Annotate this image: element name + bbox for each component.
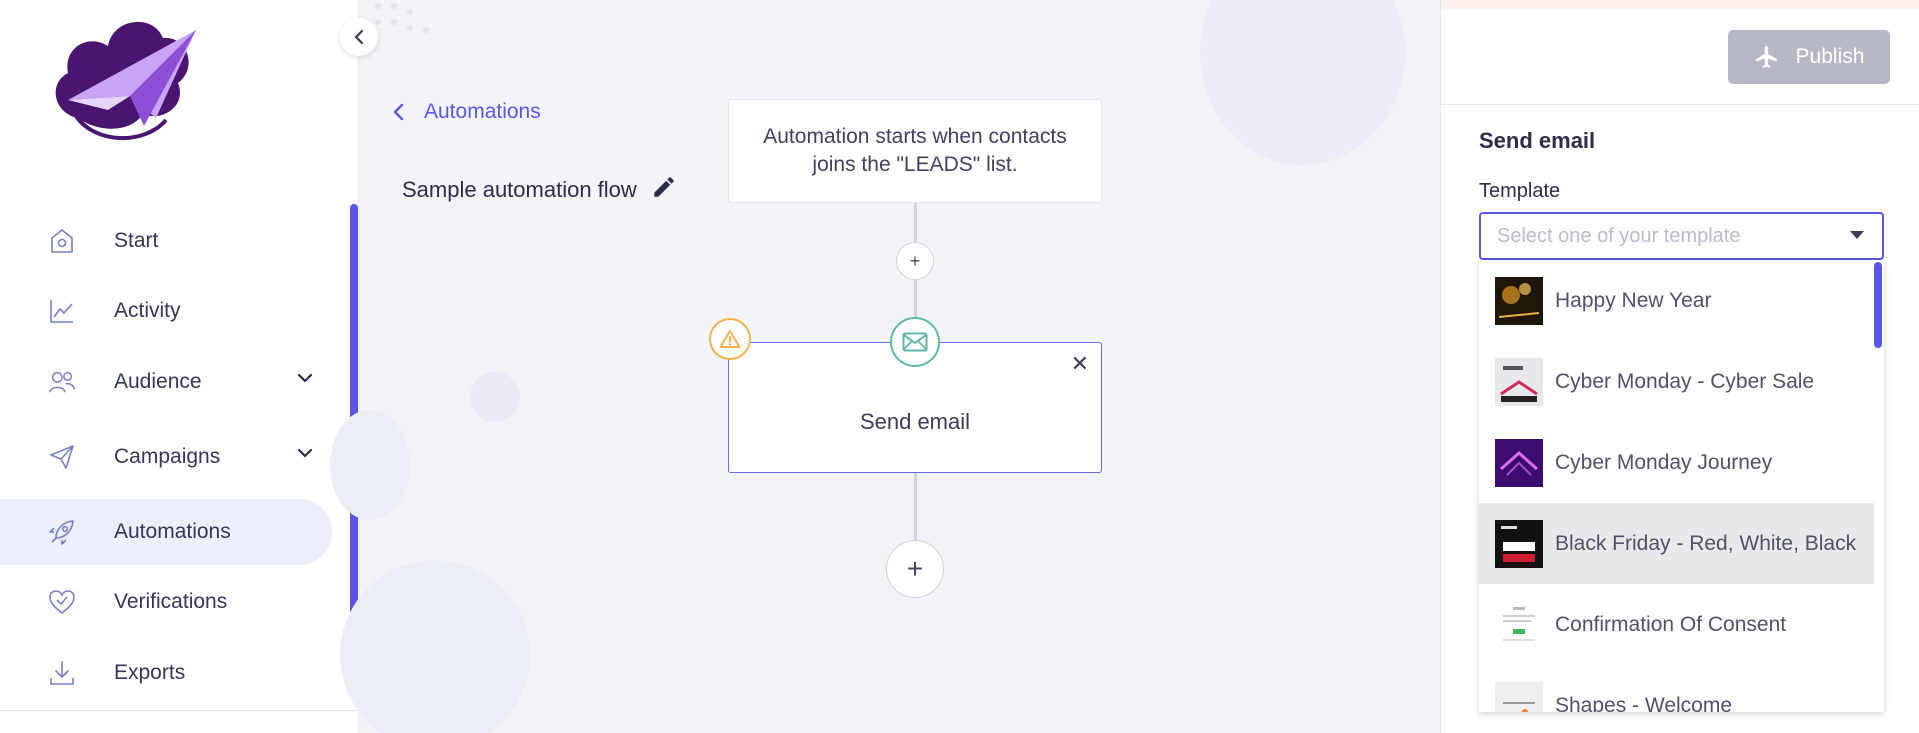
flow-title-text: Sample automation flow	[402, 176, 637, 202]
template-thumbnail	[1495, 276, 1543, 325]
decorative-circle	[340, 560, 530, 733]
panel-header: Publish	[1441, 9, 1919, 105]
sidebar-item-label: Start	[114, 229, 159, 252]
template-thumbnail	[1495, 438, 1543, 487]
close-icon[interactable]: ✕	[1070, 351, 1089, 376]
template-thumbnail	[1495, 600, 1543, 649]
chevron-down-icon[interactable]	[296, 371, 314, 389]
warning-icon[interactable]	[709, 318, 751, 360]
trigger-node[interactable]: Automation starts when contacts joins th…	[728, 99, 1102, 203]
publish-button[interactable]: Publish	[1728, 30, 1890, 84]
envelope-icon	[890, 317, 940, 367]
download-icon	[48, 659, 76, 687]
sidebar-item-start[interactable]: Start	[0, 208, 332, 274]
pencil-icon[interactable]	[651, 174, 677, 205]
connector-line	[914, 280, 917, 320]
sidebar-item-label: Activity	[114, 299, 181, 322]
template-option[interactable]: Black Friday - Red, White, Black	[1479, 503, 1874, 584]
template-thumbnail	[1495, 357, 1543, 406]
paper-plane-icon	[48, 443, 76, 471]
send-email-node[interactable]: ✕ Send email	[728, 342, 1102, 473]
template-select[interactable]: Select one of your template	[1479, 212, 1884, 260]
home-icon	[48, 227, 76, 255]
chevron-left-icon	[354, 29, 364, 45]
sidebar-divider	[0, 710, 359, 711]
users-icon	[48, 368, 76, 396]
chevron-left-icon	[393, 103, 404, 121]
decorative-dots	[375, 3, 429, 33]
template-option[interactable]: Confirmation Of Consent	[1479, 584, 1874, 665]
template-option[interactable]: Happy New Year	[1479, 260, 1874, 341]
step-settings-panel: Publish Send email Template Select one o…	[1440, 0, 1919, 733]
section-title: Send email	[1479, 128, 1596, 153]
template-thumbnail	[1495, 681, 1543, 712]
sidebar-item-exports[interactable]: Exports	[0, 640, 332, 706]
template-option-label: Shapes - Welcome	[1555, 693, 1733, 713]
sidebar-item-verifications[interactable]: Verifications	[0, 569, 332, 635]
template-option-label: Cyber Monday Journey	[1555, 450, 1773, 474]
panel-top-strip	[1441, 0, 1919, 9]
decorative-circle	[330, 410, 410, 520]
flow-title: Sample automation flow	[402, 174, 677, 205]
connector-line	[914, 473, 917, 540]
template-select-placeholder: Select one of your template	[1497, 224, 1741, 247]
send-email-node-label: Send email	[859, 409, 971, 434]
sidebar-item-label: Automations	[114, 520, 231, 543]
add-step-button[interactable]: +	[896, 242, 934, 280]
template-label: Template	[1479, 180, 1561, 202]
sidebar-item-audience[interactable]: Audience	[0, 349, 332, 415]
publish-label: Publish	[1795, 45, 1865, 68]
sidebar-item-campaigns[interactable]: Campaigns	[0, 424, 332, 490]
sidebar-item-label: Campaigns	[114, 445, 221, 468]
sidebar-item-label: Verifications	[114, 590, 228, 613]
decorative-circle	[470, 372, 520, 422]
template-thumbnail	[1495, 519, 1543, 568]
heart-check-icon	[48, 588, 76, 616]
template-option[interactable]: Cyber Monday - Cyber Sale	[1479, 341, 1874, 422]
add-step-button-large[interactable]: +	[886, 540, 944, 598]
decorative-circle	[1200, 0, 1405, 165]
template-option-label: Black Friday - Red, White, Black	[1555, 531, 1857, 555]
sidebar-item-label: Audience	[114, 370, 202, 393]
caret-down-icon[interactable]	[1850, 231, 1864, 239]
connector-line	[914, 203, 917, 242]
sidebar-item-automations[interactable]: Automations	[0, 499, 332, 565]
chart-line-icon	[48, 297, 76, 325]
template-option-label: Cyber Monday - Cyber Sale	[1555, 369, 1815, 393]
template-option-label: Confirmation Of Consent	[1555, 612, 1787, 636]
template-option-label: Happy New Year	[1555, 288, 1712, 312]
airplane-icon	[1755, 46, 1777, 68]
template-option[interactable]: Shapes - Welcome	[1479, 665, 1874, 712]
breadcrumb-label: Automations	[424, 100, 541, 123]
chevron-down-icon[interactable]	[296, 446, 314, 464]
breadcrumb-back-link[interactable]: Automations	[392, 100, 541, 124]
template-option[interactable]: Cyber Monday Journey	[1479, 422, 1874, 503]
dropdown-scrollbar[interactable]	[1874, 262, 1882, 348]
leadify-logo[interactable]	[48, 8, 206, 158]
collapse-sidebar-button[interactable]	[340, 18, 378, 56]
sidebar-item-label: Exports	[114, 661, 186, 684]
rocket-icon	[48, 518, 76, 546]
sidebar-item-activity[interactable]: Activity	[0, 278, 332, 344]
